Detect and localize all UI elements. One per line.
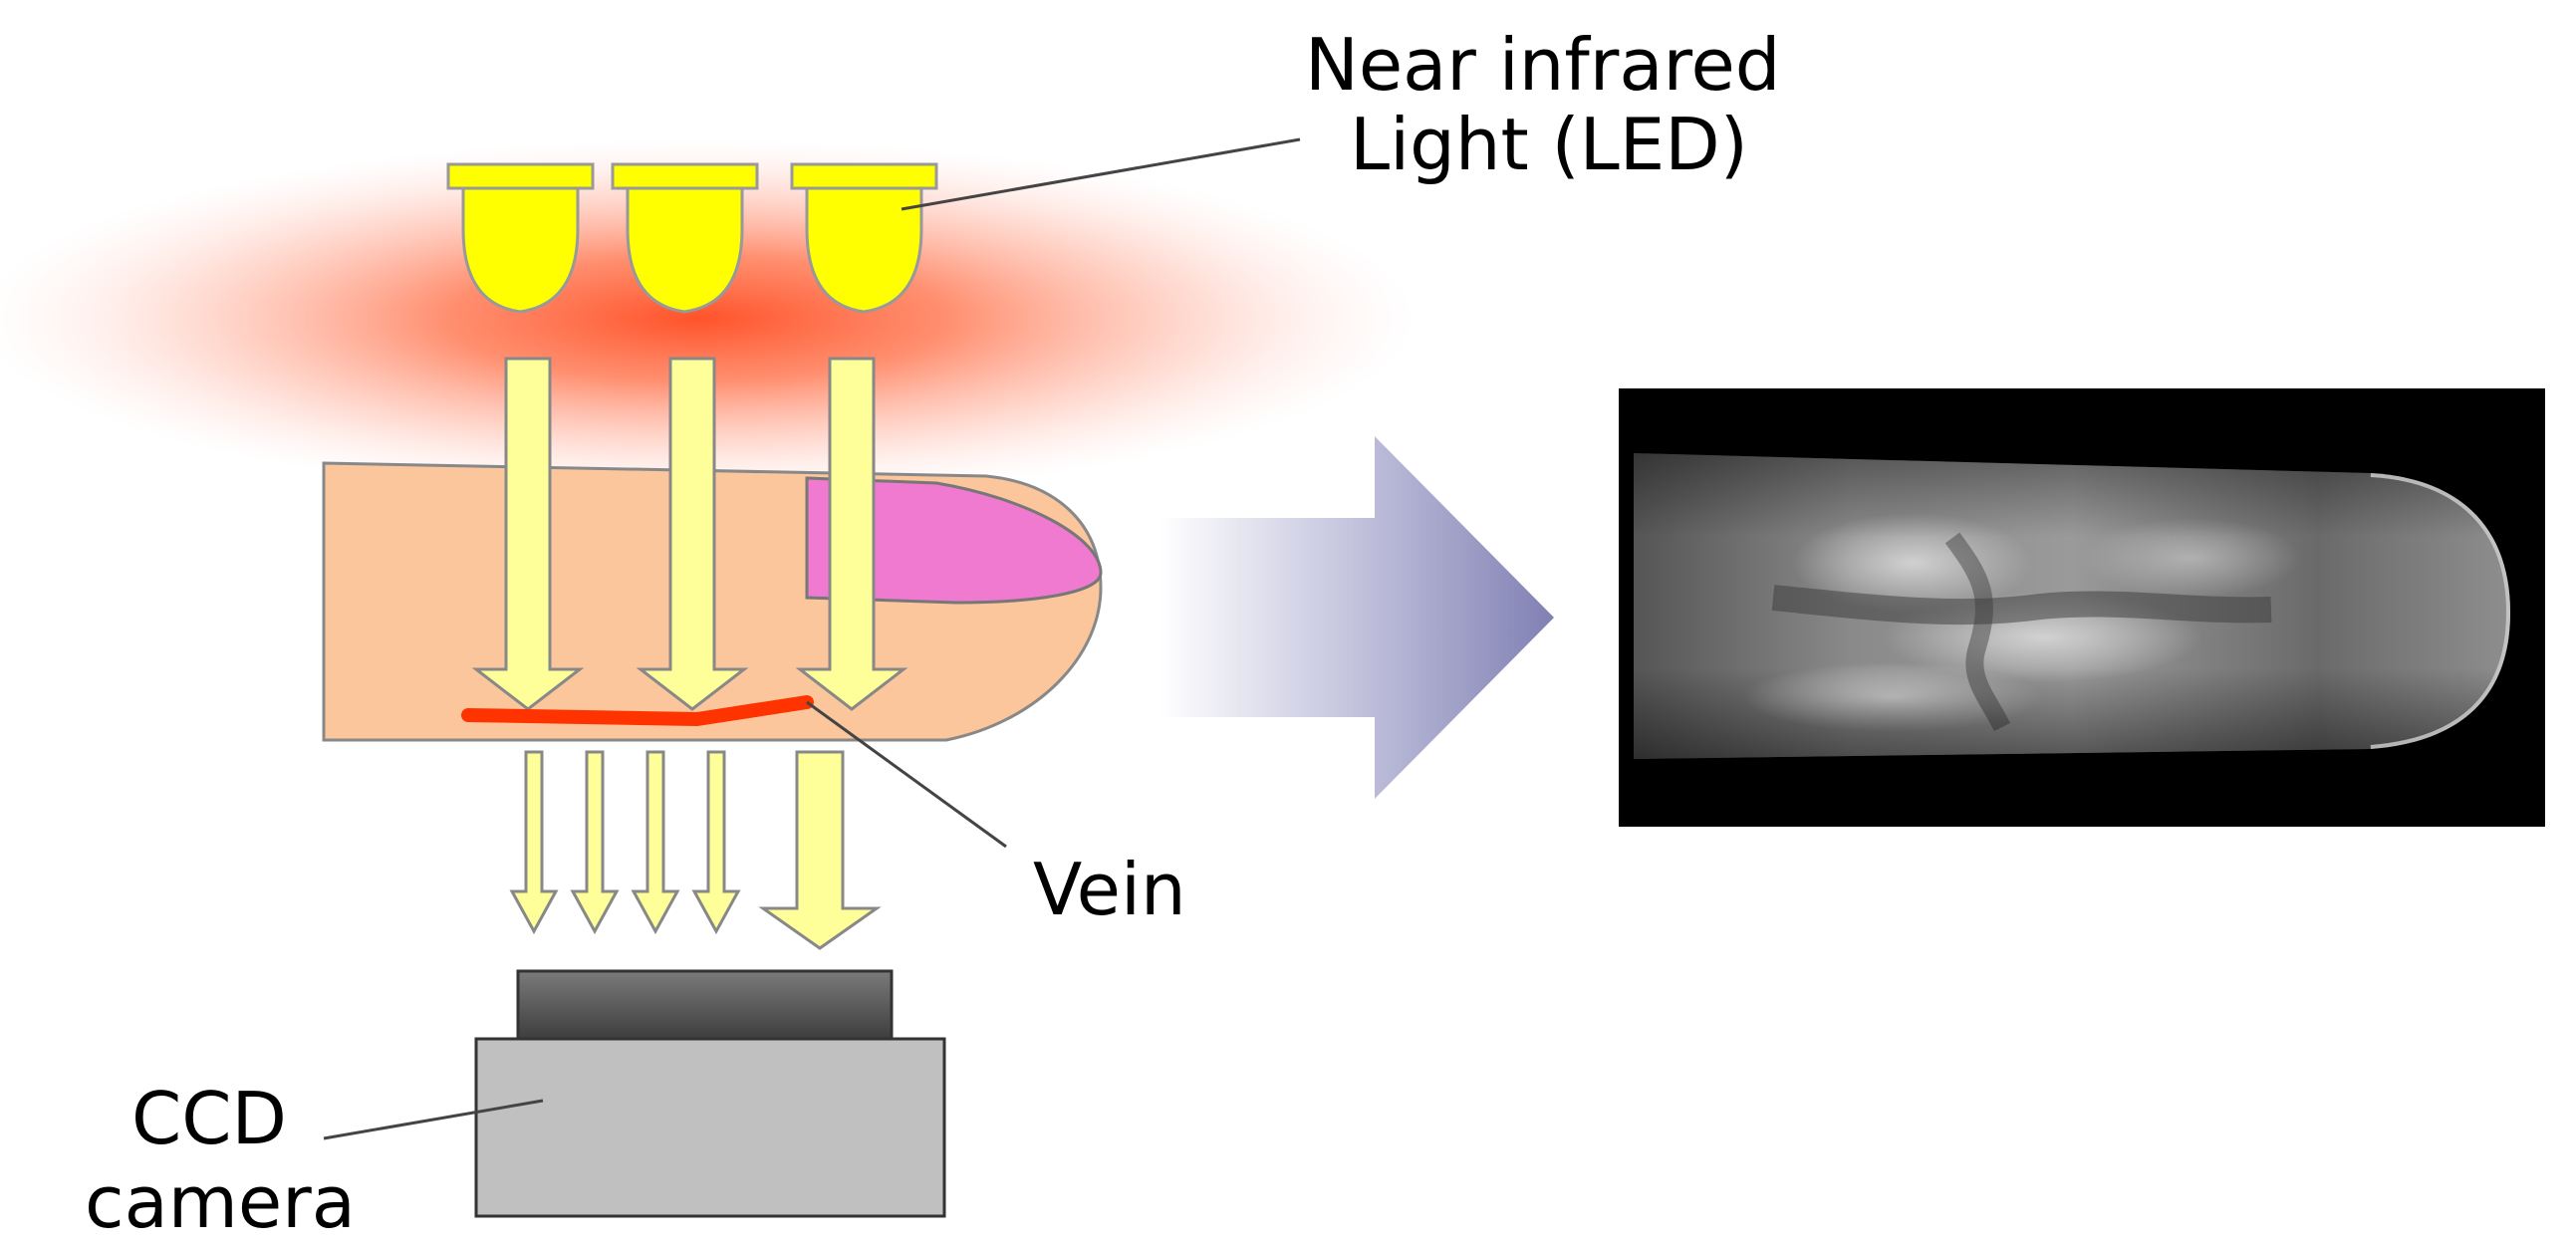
led-label-line1: Near infrared	[1305, 23, 1781, 107]
camera-label-line2: camera	[85, 1160, 356, 1244]
led-bulb-icon	[446, 162, 595, 314]
led-bulb-icon	[790, 162, 938, 314]
led-leader-line	[901, 137, 1301, 211]
incoming-light-arrow	[471, 357, 585, 711]
transmitted-light-arrow	[509, 750, 559, 935]
fingernail	[805, 476, 1103, 605]
infrared-glow	[0, 139, 1415, 498]
vein-leader-line	[806, 700, 1007, 849]
transmitted-light-arrow	[570, 750, 620, 935]
led-label-line2: Light (LED)	[1350, 103, 1748, 186]
captured-vein-image	[1619, 388, 2545, 827]
incoming-light-arrow	[795, 357, 908, 711]
camera-leader-line	[323, 1099, 544, 1140]
transmitted-light-arrow	[631, 750, 680, 935]
ccd-camera-icon	[474, 969, 946, 1218]
led-bulb-icon	[611, 162, 759, 314]
incoming-light-arrow	[636, 357, 749, 711]
transmitted-light-arrow	[758, 750, 882, 950]
vein	[461, 695, 814, 726]
output-arrow	[1160, 436, 1554, 799]
camera-label-line1: CCD	[131, 1077, 287, 1160]
transmitted-light-arrow	[691, 750, 741, 935]
vein-label: Vein	[1033, 848, 1186, 931]
